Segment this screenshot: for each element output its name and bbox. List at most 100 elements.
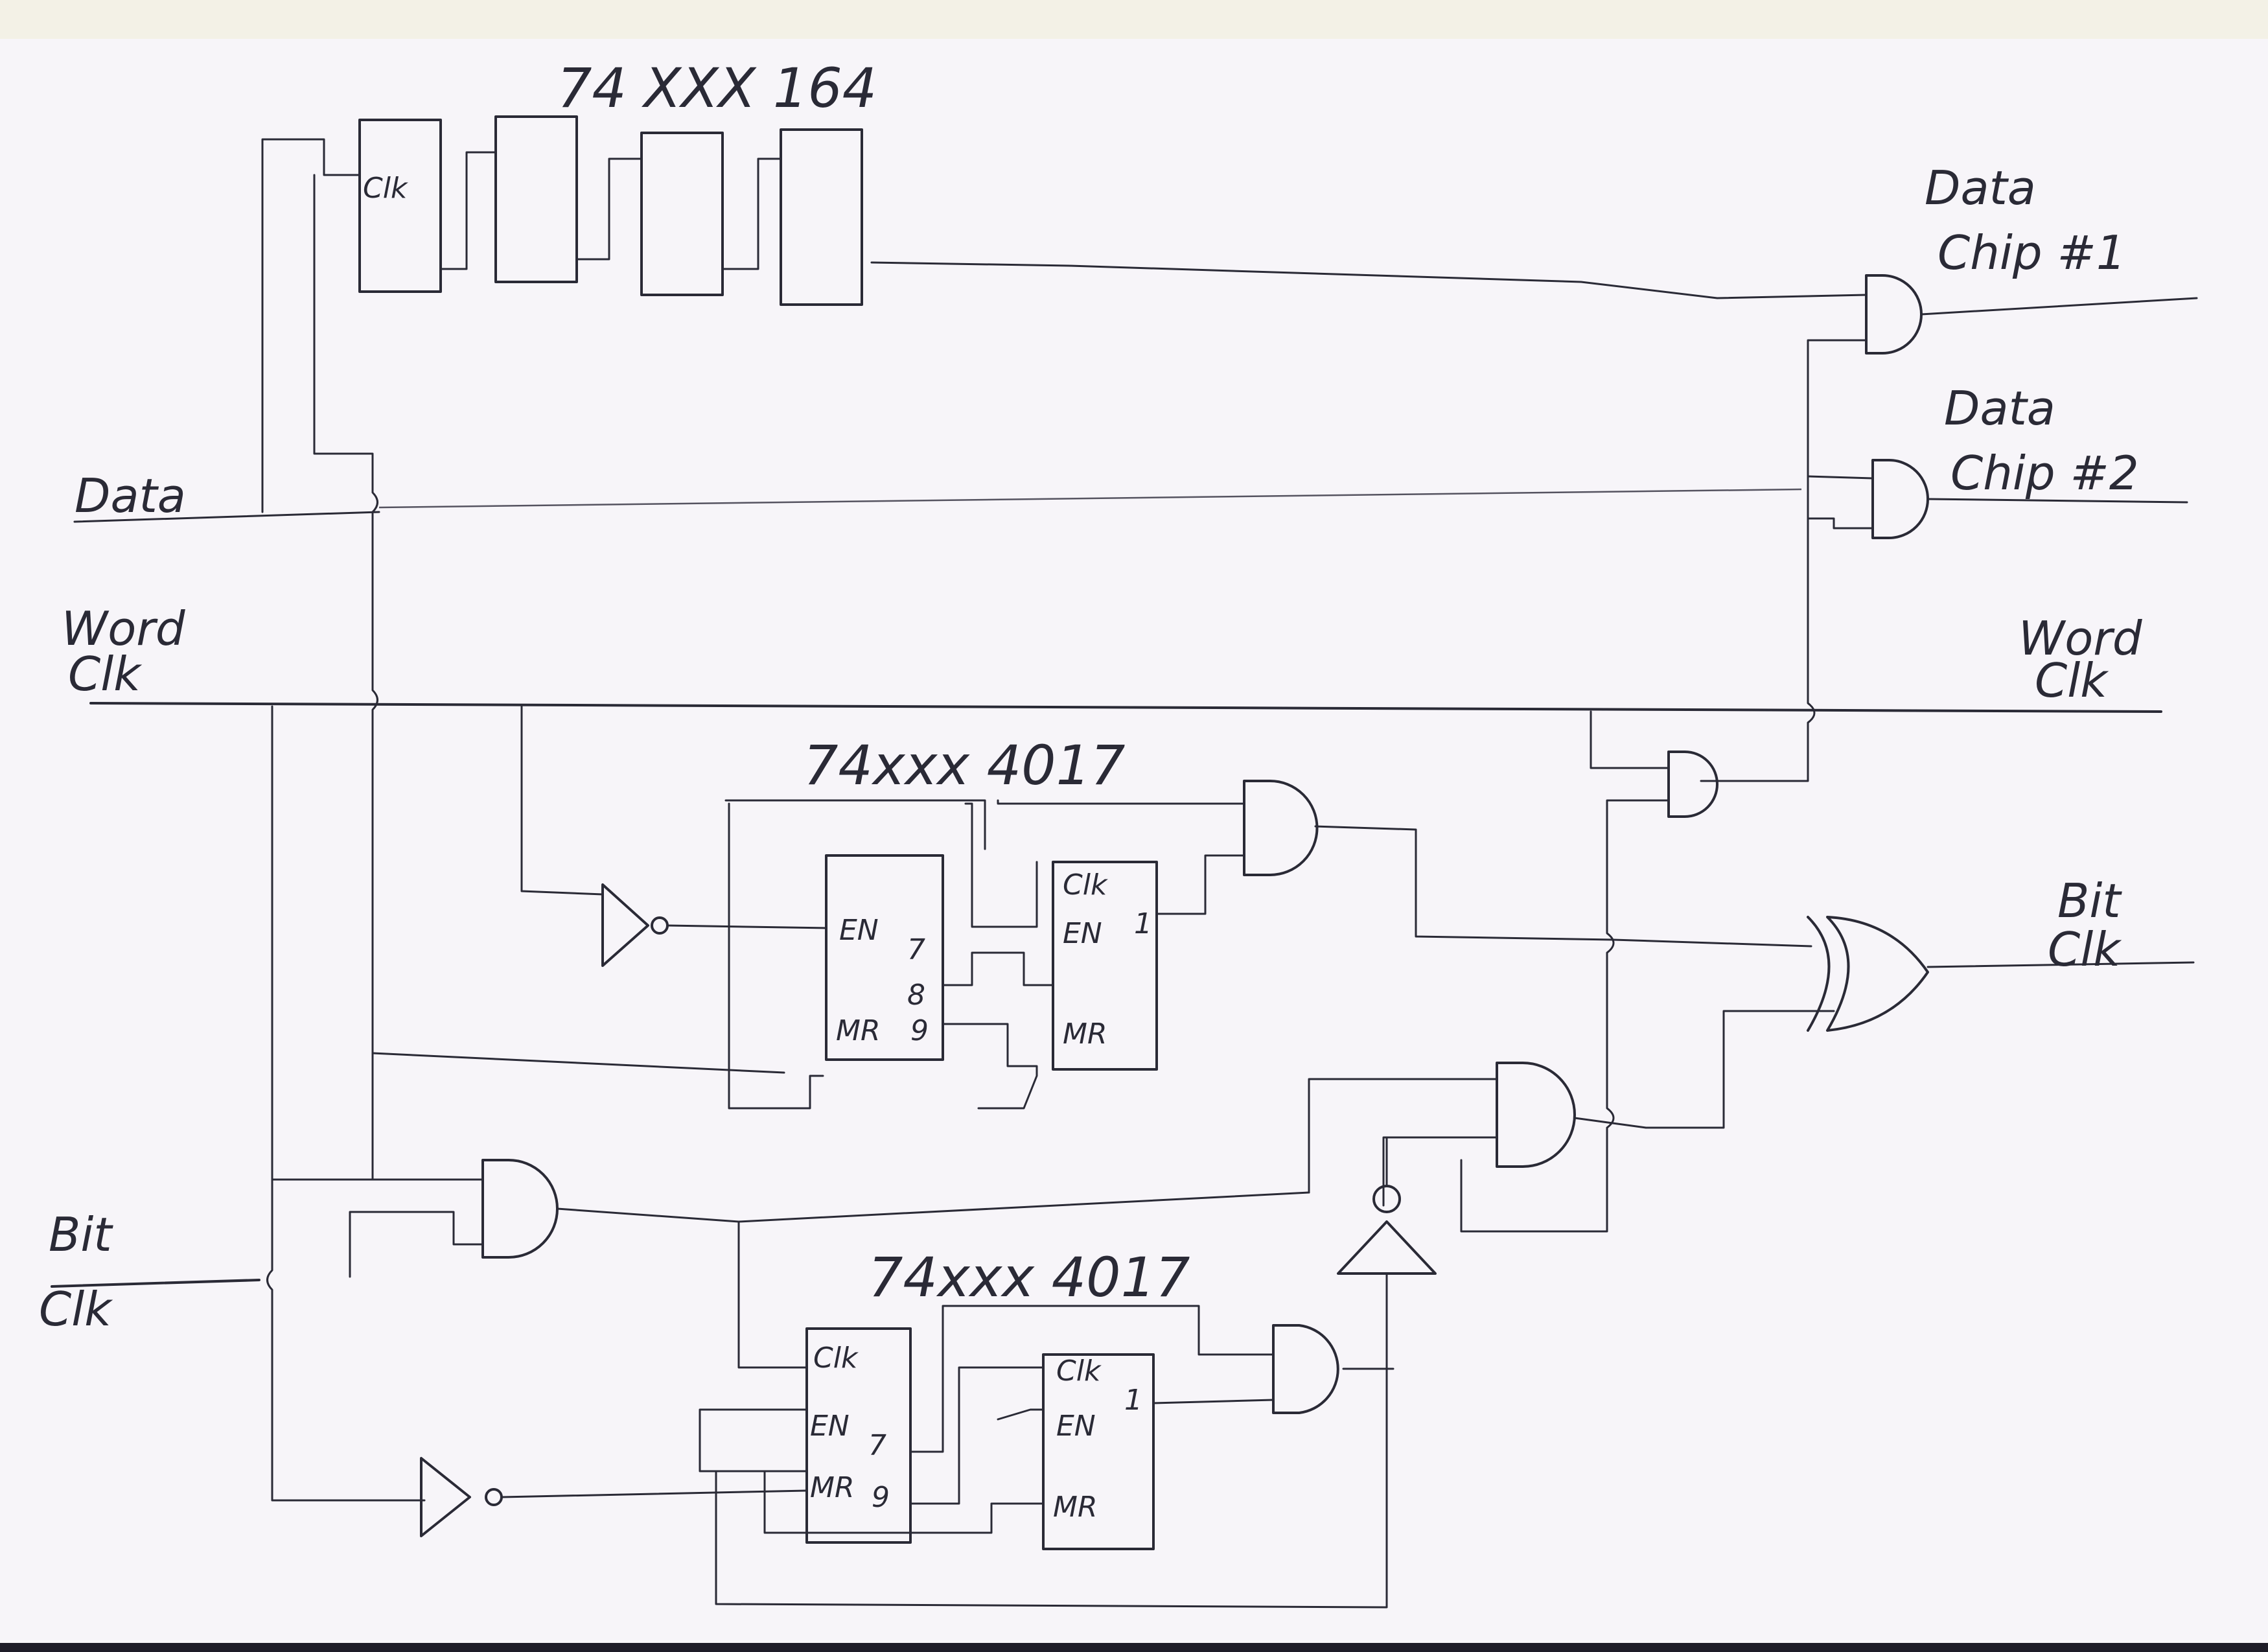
ctr-bot-mr: MR: [810, 1471, 855, 1504]
counter-bottom-reset: [763, 1470, 1045, 1534]
ctr-top-b-mr: MR: [1063, 1018, 1107, 1051]
sr-link-1-2: [439, 151, 497, 270]
word-clk-input-label-2: Clk: [68, 647, 143, 701]
inverter-br-in: [715, 1272, 1388, 1609]
xor-in-2: [1645, 1010, 1835, 1129]
word-clk-bus: [89, 702, 2162, 713]
counter-top-feed: [728, 802, 824, 1110]
ctr-top-q9: 9: [910, 1014, 929, 1047]
ctr-bot-b-en: EN: [1056, 1410, 1096, 1443]
shift-register-chain: [358, 115, 863, 306]
xor-bit-clk: [1645, 916, 2195, 1129]
data-bus-line: [378, 488, 1802, 509]
mid-right-in-2: [1382, 1136, 1498, 1207]
inverter-bottom-right: [1337, 1220, 1437, 1275]
data-input-line: [73, 511, 380, 523]
ctr-bot-q7: 7: [868, 1429, 886, 1462]
inverter-bl-out: [501, 1489, 808, 1498]
word-gate-feedback: [1460, 799, 1670, 1233]
word-to-gate: [1590, 710, 1670, 769]
shift-register-2: [494, 115, 578, 283]
sr-clk-pin: Clk: [363, 172, 408, 205]
counter-top-a: [825, 854, 944, 1061]
bit-clk-output-label-1: Bit: [2057, 874, 2122, 928]
counter-bottom-b-out: [1152, 1399, 1275, 1404]
word-clk-output-label-2: Clk: [2035, 653, 2109, 708]
top-counter-output: [1314, 825, 1812, 948]
bit-gate-output: [556, 1191, 1310, 1223]
and-gate-data2: [1871, 459, 1929, 539]
ctr-bot-en: EN: [810, 1410, 850, 1443]
counter-bottom-a: [805, 1327, 912, 1544]
sr-output-wire: [870, 261, 1868, 299]
and-gate-top-counter: [1243, 780, 1319, 876]
data2-output-label-1: Data: [1944, 381, 2055, 436]
inverter-top-bubble: [651, 916, 669, 935]
mid-right-gate-out: [1573, 1117, 1647, 1129]
bit-clk-input-line: [51, 1279, 260, 1288]
inverter-to-counter: [666, 924, 827, 929]
and-gate-bottom-counter: [1272, 1324, 1339, 1414]
ctr-top-b-q1: 1: [1134, 907, 1152, 940]
sr-link-2-3: [575, 157, 643, 261]
and-gate-mid-right: [1496, 1062, 1576, 1168]
scan-border-bottom: [0, 1643, 2268, 1652]
counter-b-out: [1155, 854, 1245, 915]
inverter-bottom-left-bubble: [485, 1488, 503, 1506]
data2-output-wire: [1927, 498, 2188, 504]
sr-link-3-4: [721, 157, 782, 270]
counter-a-q9: [942, 1023, 1038, 1110]
scan-border-top: [0, 0, 2268, 39]
and-gate-data1: [1865, 274, 1923, 355]
data1-output-wire: [1920, 297, 2198, 316]
ctr-bot-clk: Clk: [813, 1342, 859, 1375]
bit-clk-input-label-1: Bit: [49, 1207, 113, 1262]
counter-top-and-in: [997, 799, 1245, 805]
and-gate-bit: [481, 1159, 559, 1259]
counter-bottom-b: [1042, 1353, 1155, 1550]
data-input-label: Data: [75, 469, 186, 523]
ctr-bot-b-q1: 1: [1124, 1384, 1142, 1417]
inverter-top: [601, 883, 649, 967]
word-to-inverter: [520, 705, 604, 896]
enable-to-gate2: [1807, 517, 1874, 529]
word-clk-output-label-1: Word: [2019, 611, 2143, 666]
data-to-gate2: [1807, 475, 1874, 480]
shift-register-3: [640, 132, 724, 296]
and-gate-word: [1667, 750, 1718, 818]
counter-bottom-b-en: [997, 1408, 1045, 1421]
counter-top-label: 74xxx 4017: [804, 734, 1126, 797]
inverter-bottom-left: [420, 1457, 471, 1537]
counter-top-link: [964, 802, 1038, 928]
ctr-top-mr: MR: [836, 1014, 881, 1047]
word-clk-input-label-1: Word: [62, 601, 186, 656]
counter-bottom-en: [699, 1408, 808, 1472]
ctr-top-q8: 8: [907, 979, 925, 1012]
counter-bottom-clk: [737, 1220, 808, 1369]
reset-line-top: [371, 1052, 785, 1074]
gate-enable-wire: [1700, 339, 1868, 782]
bit-gate-in-2: [349, 1211, 484, 1278]
word-clk-vertical: [266, 705, 426, 1502]
sr-data-feed: [313, 174, 378, 1181]
shift-register-1: [358, 119, 442, 293]
data1-output-label-1: Data: [1925, 161, 2036, 215]
bit-clk-output-wire: [1927, 961, 2195, 968]
xor-gate: [1826, 916, 1929, 1032]
counter-bottom-q7: [909, 1305, 1275, 1453]
counter-top-b: [1052, 861, 1158, 1071]
xor-back-arc: [1807, 916, 1831, 1032]
mid-right-in-1: [1308, 1078, 1498, 1194]
ctr-top-q7: 7: [907, 933, 925, 966]
ctr-bot-b-clk: Clk: [1056, 1355, 1102, 1388]
ctr-top-b-en: EN: [1063, 917, 1102, 950]
data2-output-label-2: Chip #2: [1950, 446, 2139, 500]
counter-bottom-label: 74xxx 4017: [868, 1246, 1190, 1309]
counter-bottom-group: [699, 1220, 1394, 1550]
counter-a-to-b: [942, 951, 1054, 986]
shift-register-4: [780, 128, 863, 306]
ctr-bot-b-mr: MR: [1053, 1491, 1098, 1524]
ctr-top-en: EN: [839, 914, 879, 947]
